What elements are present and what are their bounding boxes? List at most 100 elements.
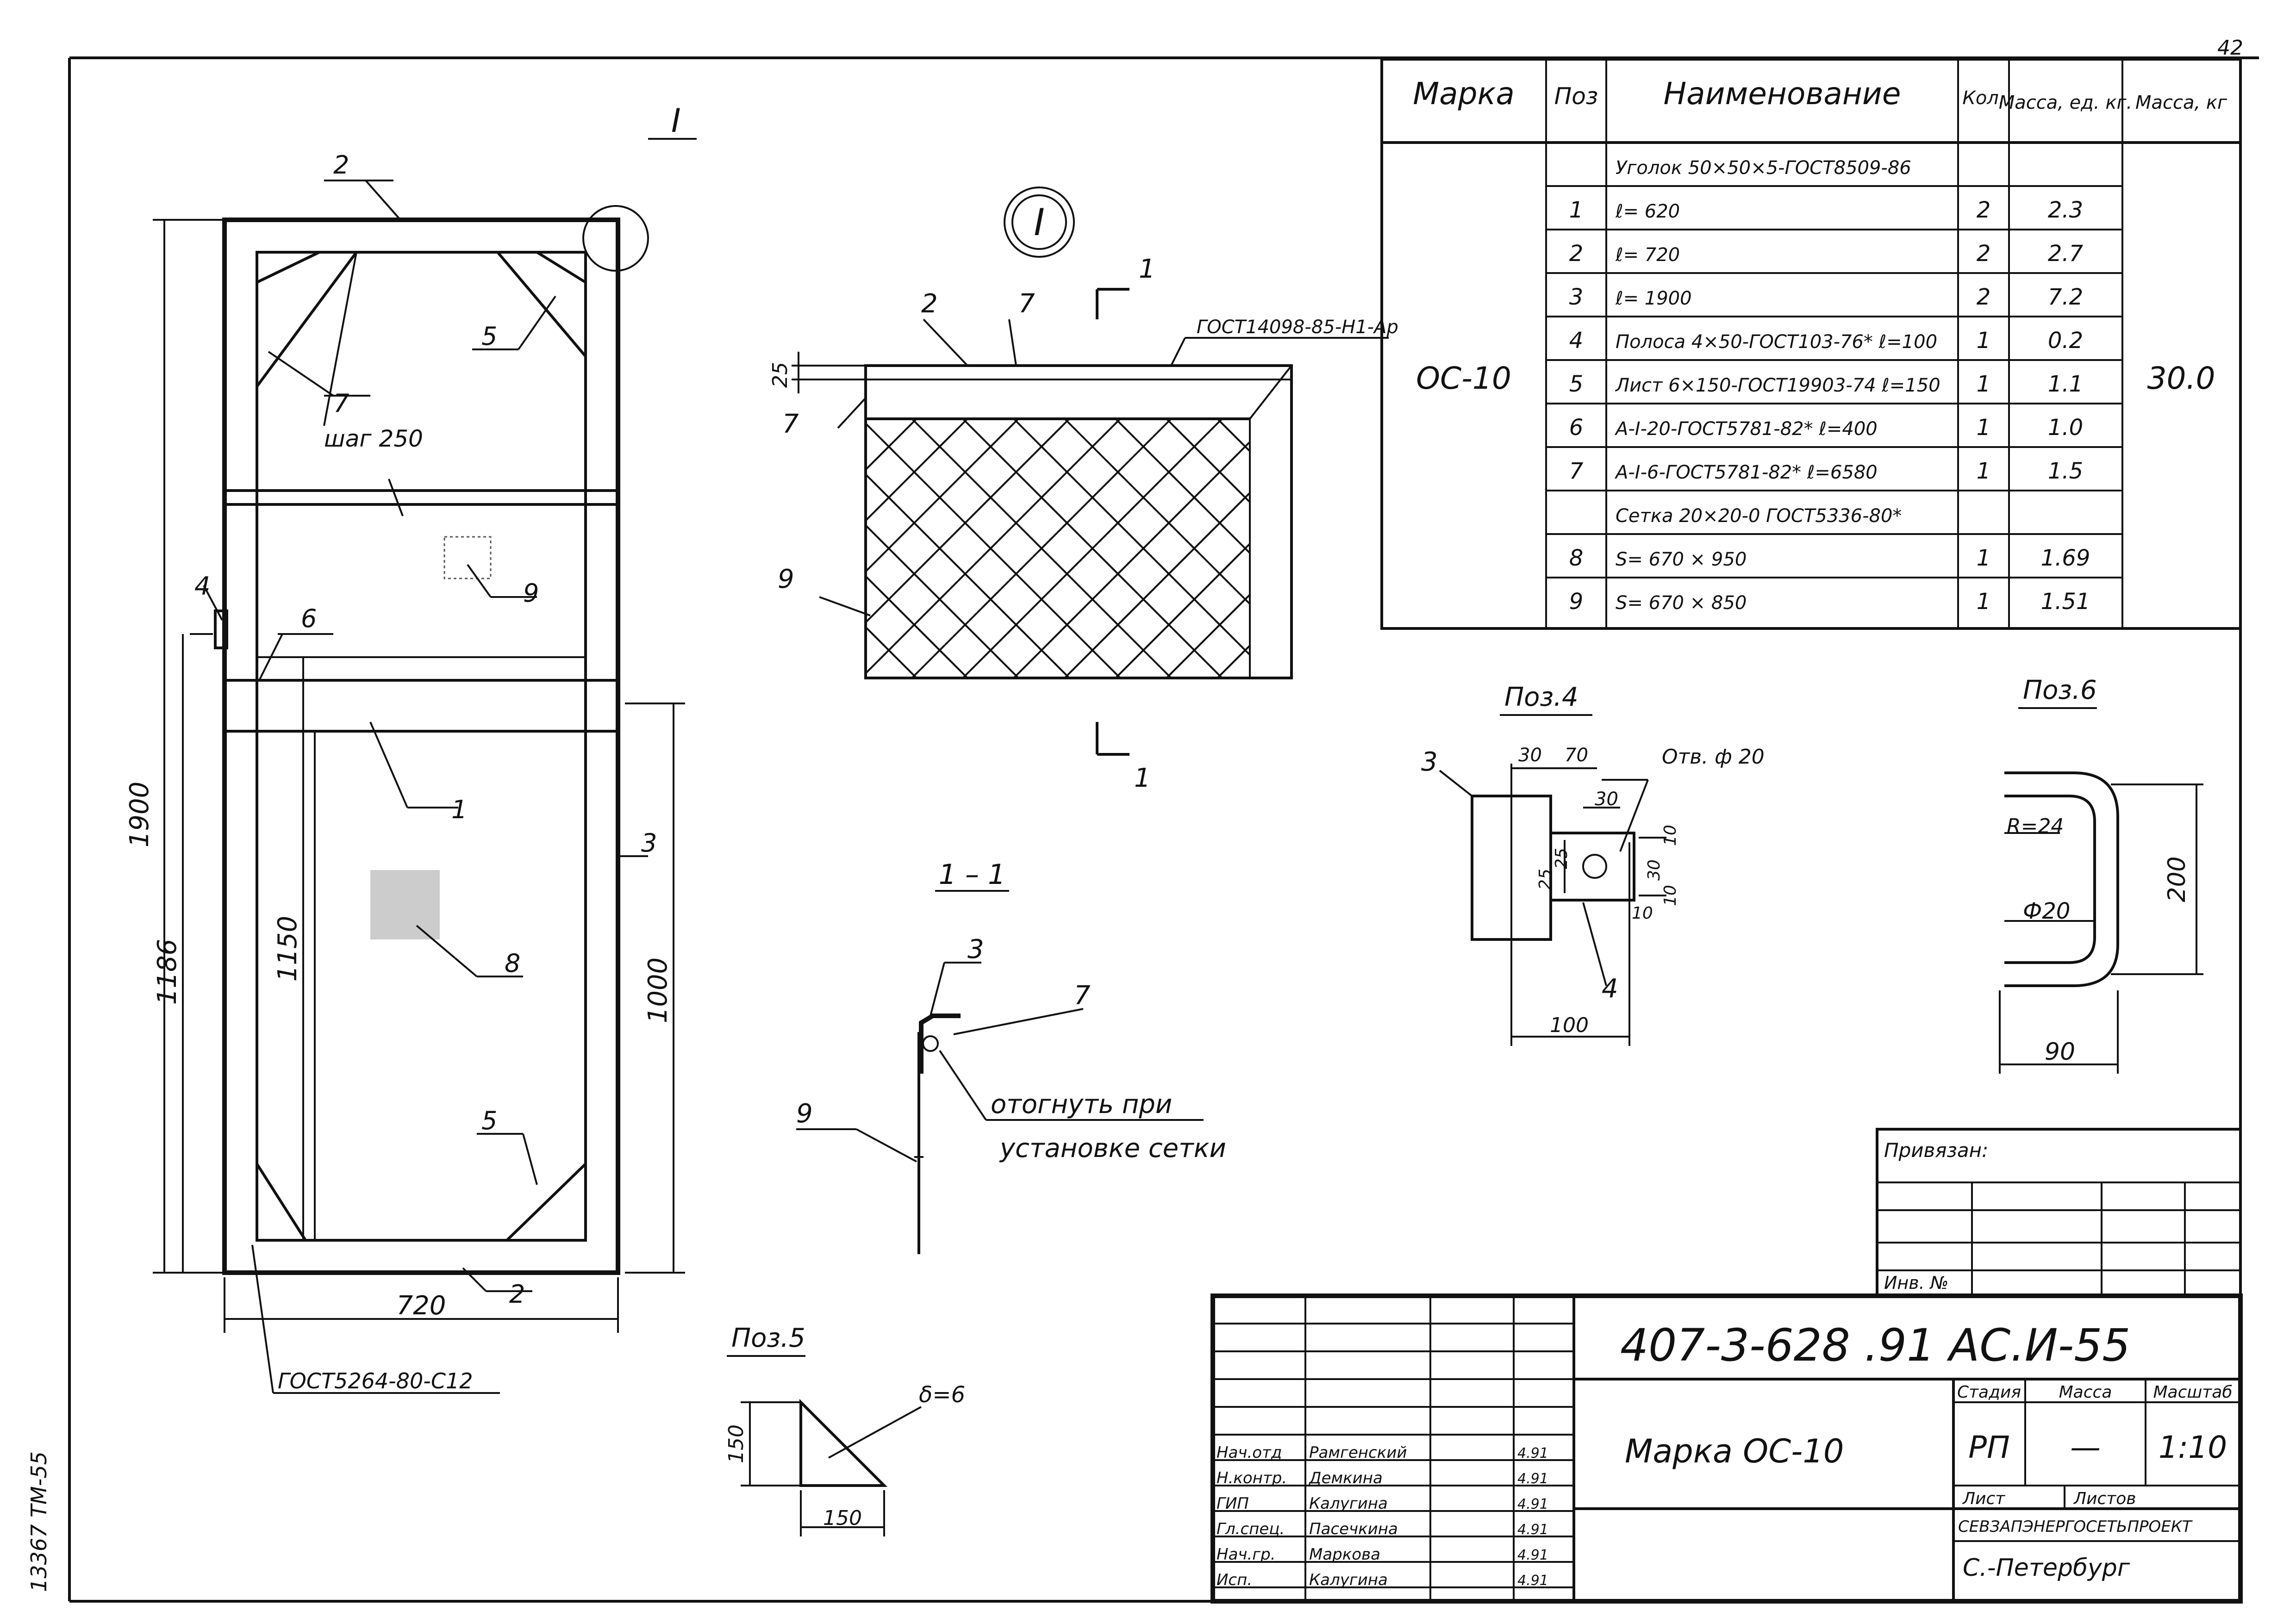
dim-1186: 1186 (152, 939, 182, 1005)
page-number: 42 (2217, 36, 2243, 60)
mesh-wire (865, 626, 917, 679)
label-pos-5-bottom: 5 (481, 1106, 497, 1135)
spec-row-qty: 2 (1977, 197, 1991, 223)
signature-date: 4.91 (1517, 1496, 1548, 1512)
pos4-dim-70: 70 (1565, 745, 1588, 766)
pos4-dim-25a: 25 (1552, 848, 1571, 869)
spec-row-pos: 6 (1569, 415, 1584, 441)
label-pos-4: 4 (194, 572, 210, 601)
spec-row-name: A-I-6-ГОСТ5781-82* ℓ=6580 (1614, 462, 1878, 483)
header-pos: Поз (1554, 83, 1598, 110)
detail-label-2: 2 (921, 289, 938, 319)
spec-row-pos: 4 (1569, 328, 1584, 354)
pos6-detail: Поз.6 R=24 Ф20 200 90 (1999, 675, 2203, 1074)
mesh-wire (1013, 418, 1251, 656)
spec-row-mass: 1.1 (2048, 371, 2083, 397)
header-qty: Кол. (1962, 87, 2004, 109)
col-scale: Масштаб (2153, 1383, 2232, 1402)
label-pos-2-bottom: 2 (509, 1280, 525, 1309)
spec-total-mass: 30.0 (2147, 361, 2215, 396)
spec-row-mass: 0.2 (2048, 328, 2083, 354)
mesh-wire (1166, 594, 1251, 679)
signature-name: Маркова (1309, 1545, 1380, 1564)
detail-dim-25: 25 (768, 362, 792, 388)
mesh-wire (1115, 543, 1251, 679)
spec-row-qty: 1 (1977, 458, 1991, 484)
sheets-label: Листов (2073, 1489, 2136, 1508)
spec-row-qty: 1 (1977, 545, 1991, 571)
section-label-9: 9 (796, 1099, 813, 1129)
signature-name: Пасечкина (1309, 1520, 1398, 1538)
spec-row-name: Полоса 4×50-ГОСТ103-76* ℓ=100 (1616, 331, 1937, 353)
spec-row-pos: 8 (1569, 545, 1584, 571)
signature-date: 4.91 (1517, 1445, 1548, 1461)
binding-label: Привязан: (1884, 1139, 1988, 1162)
spec-table: Марка Поз Наименование Кол. Масса, ед. к… (1380, 58, 2242, 630)
detail-callout-circle (582, 205, 649, 272)
signature-date: 4.91 (1517, 1547, 1548, 1563)
pos4-hole: Отв. ф 20 (1662, 745, 1765, 769)
spec-row-pos: 1 (1569, 197, 1584, 223)
spec-row-name: ℓ= 720 (1615, 244, 1680, 266)
section-mark-bottom: 1 (1134, 763, 1151, 793)
spec-row-qty: 1 (1977, 371, 1991, 397)
col-stage: Стадия (1957, 1383, 2021, 1402)
frame-outer (222, 218, 620, 1275)
header-unit-mass: Масса, ед. кг. (1999, 92, 2133, 113)
signature-date: 4.91 (1517, 1471, 1548, 1487)
mesh-wire (962, 418, 1223, 679)
spec-row-mass: 1.51 (2041, 589, 2090, 615)
pos6-dim-200: 200 (2163, 856, 2191, 902)
signature-role: Нач.отд (1217, 1443, 1282, 1462)
spec-row-name: Сетка 20×20-0 ГОСТ5336-80* (1616, 505, 1902, 527)
spec-row-name: Лист 6×150-ГОСТ19903-74 ℓ=150 (1615, 375, 1940, 396)
mesh-wire (1115, 418, 1251, 554)
mesh-wire (1013, 441, 1251, 679)
spec-row-name: ℓ= 1900 (1615, 288, 1692, 309)
pos4-dim-30c: 30 (1645, 859, 1664, 881)
pos6-radius: R=24 (2007, 815, 2064, 838)
mesh-wire (1217, 645, 1251, 679)
callout-I: I (671, 102, 681, 140)
mesh-wire (865, 418, 968, 522)
section-label-3: 3 (967, 934, 984, 964)
binding-box: Привязан: Инв. № (1876, 1128, 2242, 1297)
mesh-wire (911, 418, 1172, 679)
title-name: Марка ОС-10 (1625, 1432, 1844, 1470)
spec-row-qty: 1 (1977, 328, 1991, 354)
signature-date: 4.91 (1517, 1573, 1548, 1589)
signature-name: Рамгенский (1309, 1443, 1407, 1462)
frame-inner (256, 251, 587, 1242)
signature-date: 4.91 (1517, 1522, 1548, 1538)
spec-row-pos: 7 (1569, 458, 1584, 484)
label-pos-9: 9 (523, 578, 539, 608)
pos4-dim-30b: 30 (1595, 789, 1618, 810)
detail-label-9: 9 (778, 564, 794, 594)
mesh-wire (865, 418, 1070, 623)
city-name: С.-Петербург (1963, 1554, 2130, 1582)
pos4-label-3: 3 (1421, 747, 1438, 777)
section-title: 1 – 1 (939, 858, 1006, 891)
pos4-dim-10b: 10 (1661, 885, 1680, 906)
spec-row-pos: 9 (1569, 589, 1584, 615)
spec-row-name: S= 670 × 850 (1616, 592, 1747, 614)
section-note-2: установке сетки (999, 1133, 1226, 1163)
pos4-dim-30a: 30 (1518, 745, 1542, 766)
detail-I: I 1 1 25 ГОСТ14098-85-Н1-Ар 2 7 7 9 (768, 187, 1398, 793)
mesh-wire (865, 418, 1121, 674)
spec-row-mass: 7.2 (2048, 284, 2083, 310)
spec-row-pos: 5 (1569, 371, 1584, 397)
spec-row-mass: 2.3 (2048, 197, 2083, 223)
mesh-wire (865, 423, 1121, 679)
header-total-mass: Масса, кг (2135, 92, 2227, 113)
section-label-7: 7 (1074, 981, 1091, 1011)
header-mark: Марка (1413, 76, 1515, 112)
spec-row-qty: 1 (1977, 415, 1991, 441)
weld-note: ГОСТ5264-80-С12 (278, 1368, 473, 1393)
dim-1900: 1900 (125, 782, 155, 848)
sheet-label: Лист (1962, 1489, 2005, 1508)
mesh-wire (865, 473, 1070, 679)
signature-role: Исп. (1217, 1571, 1252, 1589)
spec-row-pos: 2 (1569, 241, 1584, 267)
